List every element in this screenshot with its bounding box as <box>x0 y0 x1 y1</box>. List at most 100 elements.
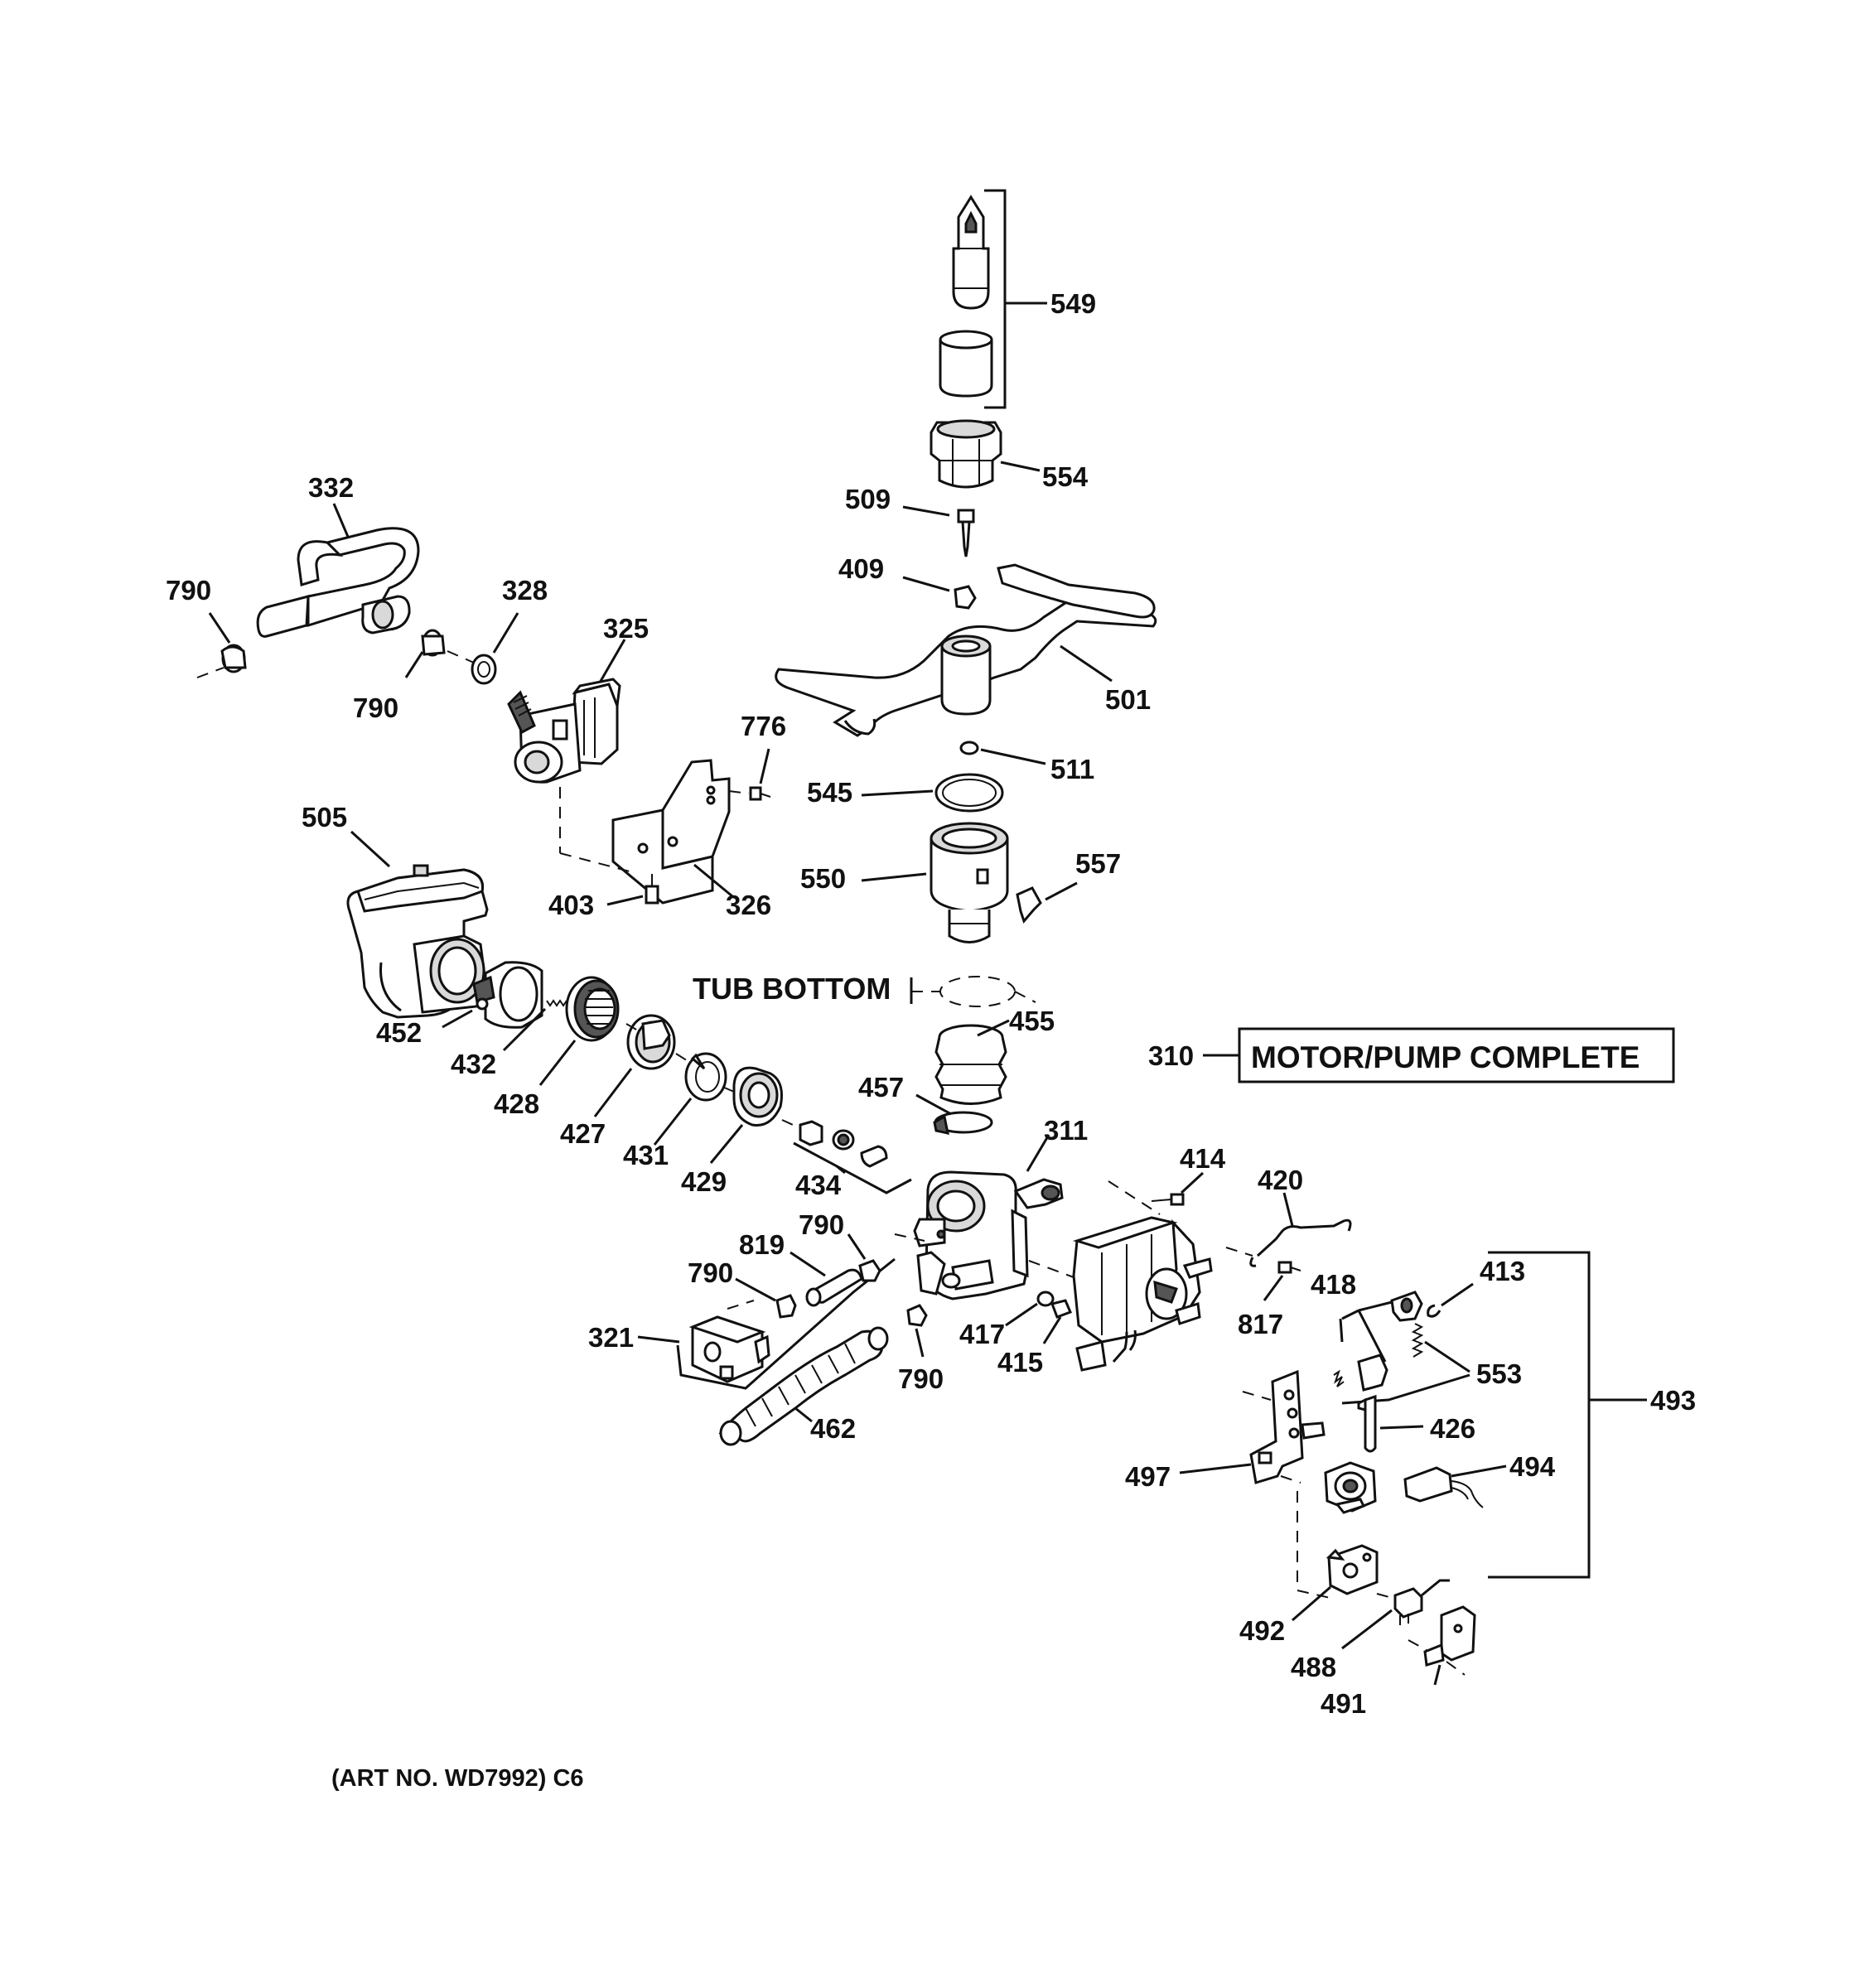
label-553: 553 <box>1476 1358 1522 1389</box>
label-417: 417 <box>959 1319 1005 1349</box>
part-429-cover <box>732 1066 783 1127</box>
label-326: 326 <box>726 890 771 920</box>
label-790-a: 790 <box>166 575 211 606</box>
label-429: 429 <box>681 1166 727 1197</box>
label-432: 432 <box>451 1049 496 1079</box>
part-403-screw <box>645 885 659 905</box>
part-332-loop-hose <box>256 527 420 638</box>
leader-557 <box>1045 881 1078 901</box>
leader-332 <box>332 503 350 538</box>
part-491-bracket <box>1423 1605 1476 1667</box>
axis-497-a <box>1242 1391 1272 1401</box>
leader-415 <box>1042 1316 1062 1344</box>
label-545: 545 <box>807 777 852 808</box>
label-409: 409 <box>838 553 884 584</box>
label-511: 511 <box>1050 754 1094 784</box>
leader-429 <box>709 1124 744 1164</box>
tub-bottom-dash-r <box>1014 991 1036 1003</box>
bracket-434 <box>793 1141 912 1194</box>
leader-414 <box>1180 1171 1205 1194</box>
art-number: (ART NO. WD7992) C6 <box>331 1765 584 1792</box>
label-414: 414 <box>1180 1143 1226 1174</box>
leader-550 <box>861 872 927 882</box>
label-328: 328 <box>502 575 548 606</box>
part-432-spring <box>546 999 567 1007</box>
motor-pump-complete-box <box>1238 1027 1675 1083</box>
leader-817 <box>1263 1275 1284 1301</box>
part-452-clamp-ring <box>472 961 543 1029</box>
label-790-d: 790 <box>799 1209 844 1240</box>
part-415-washer <box>1050 1299 1072 1319</box>
part-790-clamp-a <box>220 644 247 673</box>
leader-553 <box>1341 1340 1470 1405</box>
label-501: 501 <box>1105 684 1151 715</box>
part-328-washer <box>471 654 497 685</box>
leader-488 <box>1341 1609 1393 1650</box>
part-501-spray-arm <box>775 563 1157 737</box>
motor-pump-complete-label: MOTOR/PUMP COMPLETE <box>1251 1040 1639 1074</box>
part-413-clip <box>1427 1304 1441 1318</box>
label-434: 434 <box>795 1170 842 1200</box>
part-426-lever <box>1357 1394 1377 1453</box>
part-418-latch <box>1390 1291 1423 1322</box>
label-493: 493 <box>1650 1385 1696 1416</box>
label-403: 403 <box>548 890 594 920</box>
label-455: 455 <box>1009 1006 1055 1036</box>
label-428: 428 <box>494 1088 539 1119</box>
label-819: 819 <box>739 1229 785 1260</box>
label-557: 557 <box>1075 848 1121 879</box>
part-497-plate <box>1249 1369 1326 1484</box>
label-420: 420 <box>1258 1165 1303 1195</box>
label-427: 427 <box>560 1118 606 1149</box>
label-415: 415 <box>997 1347 1043 1378</box>
leader-418 <box>1339 1300 1393 1363</box>
part-509-screw <box>957 509 975 557</box>
label-790-b: 790 <box>353 692 398 723</box>
axis-431 <box>675 1053 690 1063</box>
label-497: 497 <box>1125 1461 1171 1492</box>
axis-328 <box>447 650 475 663</box>
leader-455 <box>977 1019 1010 1037</box>
leader-321 <box>637 1335 680 1344</box>
label-790-e: 790 <box>898 1363 944 1394</box>
leader-505 <box>350 830 391 868</box>
part-553-springs <box>1333 1323 1424 1392</box>
leader-819 <box>790 1251 826 1277</box>
leader-417 <box>1005 1302 1038 1327</box>
part-549-sleeve <box>939 330 993 398</box>
axis-493-bottom <box>1297 1590 1335 1600</box>
label-776: 776 <box>741 711 786 741</box>
label-418: 418 <box>1311 1269 1356 1300</box>
label-550: 550 <box>800 863 846 894</box>
leader-492 <box>1292 1585 1331 1622</box>
part-554-hub <box>930 419 1002 489</box>
leader-790b <box>404 651 424 678</box>
axis-321 <box>727 1300 755 1310</box>
leader-328 <box>492 612 519 654</box>
label-332: 332 <box>308 472 354 503</box>
part-solenoid <box>1324 1461 1377 1514</box>
bracket-493 <box>1488 1251 1591 1579</box>
label-457: 457 <box>858 1072 904 1103</box>
part-420-rod <box>1249 1218 1352 1267</box>
leader-434 <box>836 1165 846 1175</box>
label-817: 817 <box>1238 1309 1283 1339</box>
leader-494 <box>1451 1464 1507 1478</box>
leader-428 <box>538 1040 577 1086</box>
label-549: 549 <box>1050 288 1096 319</box>
part-790-clamp-e <box>906 1304 928 1327</box>
part-462-drain-hose <box>718 1326 889 1446</box>
axis-491 <box>1408 1639 1427 1651</box>
axis-488 <box>1376 1593 1396 1600</box>
part-414-screw <box>1151 1193 1185 1206</box>
leader-462 <box>794 1407 813 1423</box>
leader-427 <box>593 1068 633 1117</box>
leader-790d <box>847 1233 867 1260</box>
leader-452 <box>442 1009 473 1029</box>
bracket-549 <box>984 189 1007 409</box>
part-427-filter <box>626 1014 676 1070</box>
label-492: 492 <box>1239 1615 1285 1646</box>
axis-pump-left <box>894 1233 925 1242</box>
label-505: 505 <box>302 802 347 832</box>
label-325: 325 <box>603 613 649 644</box>
